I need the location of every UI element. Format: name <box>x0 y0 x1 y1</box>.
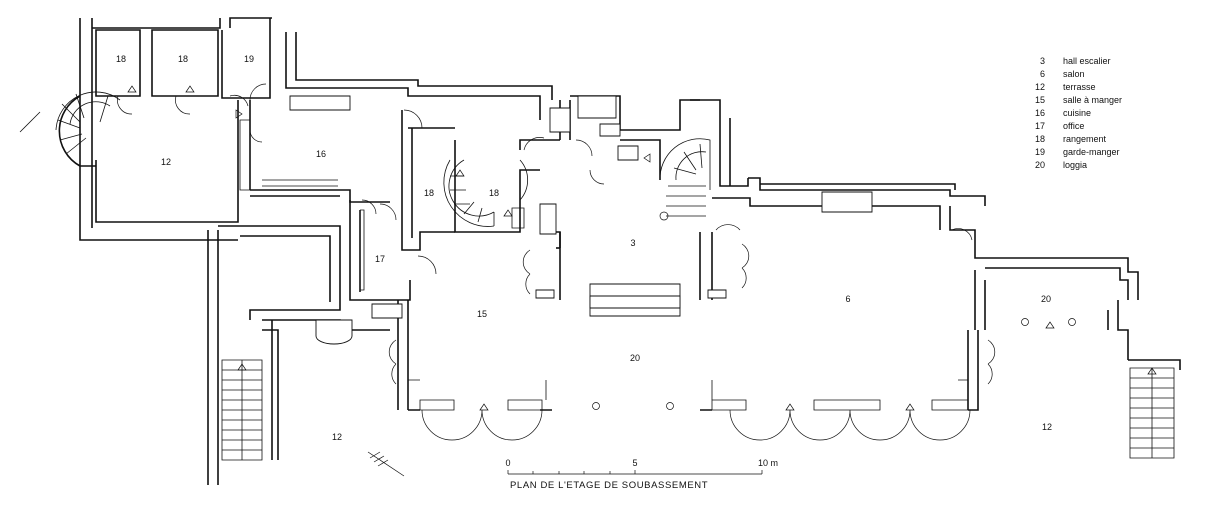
legend-number: 3 <box>1040 56 1045 66</box>
legend: 3 hall escalier 6 salon 12 terrasse 15 s… <box>1035 56 1122 170</box>
room-label: 3 <box>630 238 635 248</box>
legend-number: 18 <box>1035 134 1045 144</box>
room-label: 17 <box>375 254 385 264</box>
room-label: 19 <box>244 54 254 64</box>
legend-label: rangement <box>1063 134 1107 144</box>
walls <box>79 17 1181 485</box>
north-arrow-icon <box>367 451 405 477</box>
legend-label: salon <box>1063 69 1085 79</box>
room-label: 18 <box>178 54 188 64</box>
room-label: 12 <box>332 432 342 442</box>
room-label: 20 <box>1041 294 1051 304</box>
scale-tick-label: 5 <box>632 458 637 468</box>
stairs <box>19 91 1175 461</box>
legend-label: hall escalier <box>1063 56 1111 66</box>
scale-tick-label: 0 <box>505 458 510 468</box>
room-label: 18 <box>489 188 499 198</box>
plan-title: PLAN DE L'ETAGE DE SOUBASSEMENT <box>510 480 708 491</box>
fixtures <box>239 95 1076 411</box>
legend-number: 19 <box>1035 147 1045 157</box>
room-label: 15 <box>477 309 487 319</box>
legend-label: salle à manger <box>1063 95 1122 105</box>
room-label: 18 <box>424 188 434 198</box>
doors <box>117 83 1157 441</box>
legend-label: office <box>1063 121 1084 131</box>
legend-label: loggia <box>1063 160 1087 170</box>
room-label: 6 <box>845 294 850 304</box>
room-labels: 18 18 19 12 16 18 18 3 17 15 6 20 20 12 … <box>116 54 1052 442</box>
legend-label: garde-manger <box>1063 147 1120 157</box>
legend-number: 16 <box>1035 108 1045 118</box>
legend-label: terrasse <box>1063 82 1096 92</box>
legend-number: 12 <box>1035 82 1045 92</box>
scale-tick-label: 10 m <box>758 458 778 468</box>
room-label: 18 <box>116 54 126 64</box>
scale-bar: 0 5 10 m <box>505 458 778 475</box>
room-label: 20 <box>630 353 640 363</box>
legend-number: 15 <box>1035 95 1045 105</box>
room-label: 16 <box>316 149 326 159</box>
legend-number: 17 <box>1035 121 1045 131</box>
legend-label: cuisine <box>1063 108 1091 118</box>
legend-number: 20 <box>1035 160 1045 170</box>
room-label: 12 <box>1042 422 1052 432</box>
room-label: 12 <box>161 157 171 167</box>
legend-number: 6 <box>1040 69 1045 79</box>
